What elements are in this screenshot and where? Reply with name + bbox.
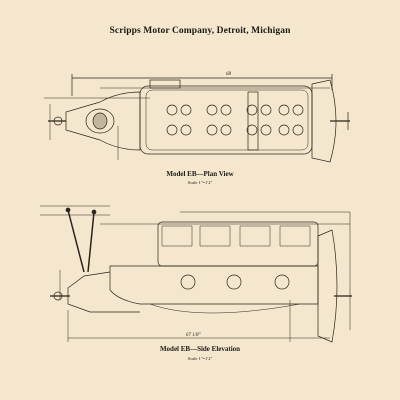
side-elevation-caption: Model EB—Side Elevation	[159, 345, 241, 353]
side-handhole-1	[180, 274, 196, 290]
side-handhole-2	[226, 274, 242, 290]
plan-crankcase-outline	[139, 85, 313, 155]
side-oil-pan	[149, 303, 301, 314]
side-lever-1-knob	[65, 207, 71, 213]
plan-view-scale: Scale 1"=1'2"	[187, 180, 213, 185]
plan-overall-dimension: 68	[226, 72, 232, 77]
plan-crankcase-inner	[145, 89, 309, 151]
plan-view-drawing	[44, 74, 350, 163]
side-flywheel	[317, 229, 338, 343]
side-overall-dimension: 67 1/8"	[186, 333, 202, 338]
plan-cylinder-ports-top	[166, 104, 304, 116]
plan-gear-housing	[65, 91, 141, 151]
plan-magneto	[85, 108, 115, 134]
side-elevation-drawing	[40, 205, 352, 343]
plan-flywheel	[311, 79, 337, 163]
side-lever-1	[67, 209, 85, 273]
plan-view-caption: Model EB—Plan View	[166, 170, 234, 178]
side-cylinder-block	[157, 221, 319, 267]
side-front-coupling	[53, 291, 63, 301]
plan-center-manifold	[247, 91, 259, 151]
side-crankcase	[109, 265, 319, 305]
side-lever-2	[87, 211, 95, 273]
side-handhole-3	[274, 274, 290, 290]
company-header: Scripps Motor Company, Detroit, Michigan	[109, 26, 291, 36]
plan-cylinder-ports-bottom	[166, 124, 304, 136]
side-cylinder-covers	[161, 225, 311, 247]
plan-front-coupling	[53, 116, 63, 126]
plan-magneto-core	[92, 112, 108, 130]
plan-top-fitting	[149, 79, 181, 89]
side-elevation-scale: Scale 1"=1'2"	[187, 356, 213, 361]
side-lever-2-knob	[91, 209, 97, 215]
side-front-housing	[67, 271, 140, 313]
